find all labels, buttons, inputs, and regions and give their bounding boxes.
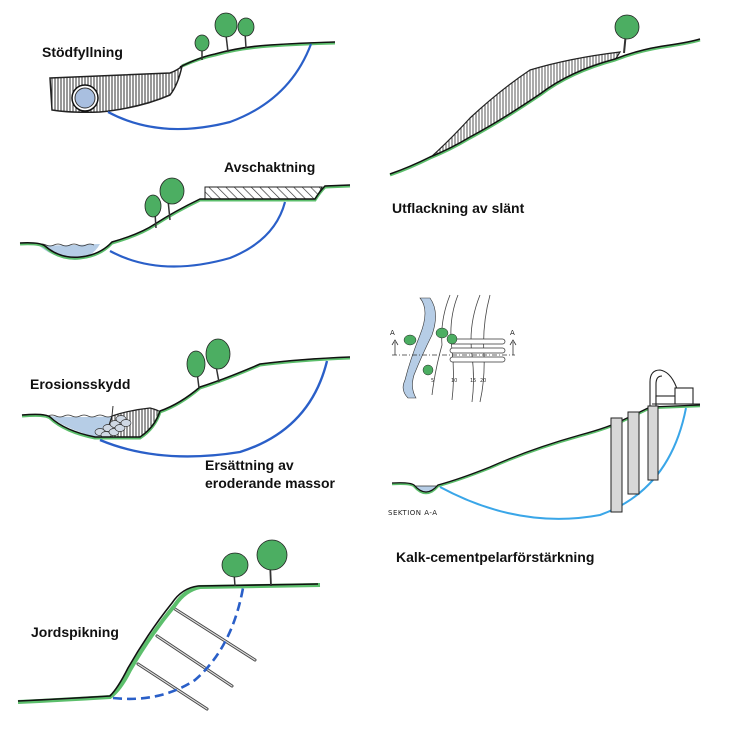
panel-utflackning: Utflackning av slänt [370, 0, 735, 230]
lime-cement-columns [610, 405, 659, 513]
panel-jordspikning: Jordspikning [0, 520, 370, 747]
sublabel-ersattning-line2: eroderande massor [205, 475, 335, 491]
river [402, 297, 436, 399]
erosionsskydd-illustration [21, 338, 351, 458]
jordspikning-illustration [17, 539, 321, 711]
label-avschaktning: Avschaktning [224, 159, 316, 175]
contour-label-5: 5 [431, 378, 435, 384]
label-kalkcement: Kalk-cementpelarförstärkning [396, 549, 595, 565]
support-fill [49, 63, 184, 113]
tree-icon [144, 177, 185, 229]
tree-icon [194, 12, 255, 60]
sublabel-ersattning-line1: Ersättning av [205, 457, 294, 473]
ground-line [17, 583, 321, 704]
section-label: SEKTION A-A [388, 509, 438, 517]
label-erosionsskydd: Erosionsskydd [30, 376, 131, 392]
map-marker-a-right: A [510, 329, 516, 337]
panel-avschaktning: Avschaktning [0, 140, 370, 280]
ground-line [391, 404, 701, 495]
riprap-stones [94, 415, 132, 439]
slip-surface [112, 587, 245, 701]
label-jordspikning: Jordspikning [31, 624, 119, 640]
column-rows [449, 338, 506, 363]
kalkcement-illustration [391, 294, 701, 520]
panel-stodfyllning: Stödfyllning [0, 0, 370, 140]
map-marker-a-left: A [390, 329, 396, 337]
label-utflackning: Utflackning av slänt [392, 200, 525, 216]
panel-kalkcement: A A 5 10 15 20 SEKTION A-A Kalk-cementpe… [380, 290, 720, 580]
contour-label-15: 15 [470, 378, 477, 384]
contour-label-20: 20 [480, 378, 487, 384]
tree-icon [614, 14, 640, 54]
label-stodfyllning: Stödfyllning [42, 44, 123, 60]
slip-surface [99, 360, 329, 458]
panel-erosionsskydd: Erosionsskydd Ersättning av eroderande m… [0, 320, 370, 500]
drilling-rig-icon [649, 369, 700, 406]
bush-icon [403, 327, 458, 376]
avschaktning-illustration [19, 177, 351, 268]
tree-icon [186, 338, 231, 389]
utflackning-illustration [389, 14, 701, 177]
excavated-zone [204, 186, 323, 201]
stodfyllning-illustration [49, 12, 336, 131]
slip-surface [439, 407, 687, 520]
slip-surface [109, 201, 287, 268]
tree-icon [221, 539, 288, 587]
slip-surface [107, 43, 313, 131]
contour-label-10: 10 [451, 378, 458, 384]
ground-line [389, 38, 701, 177]
